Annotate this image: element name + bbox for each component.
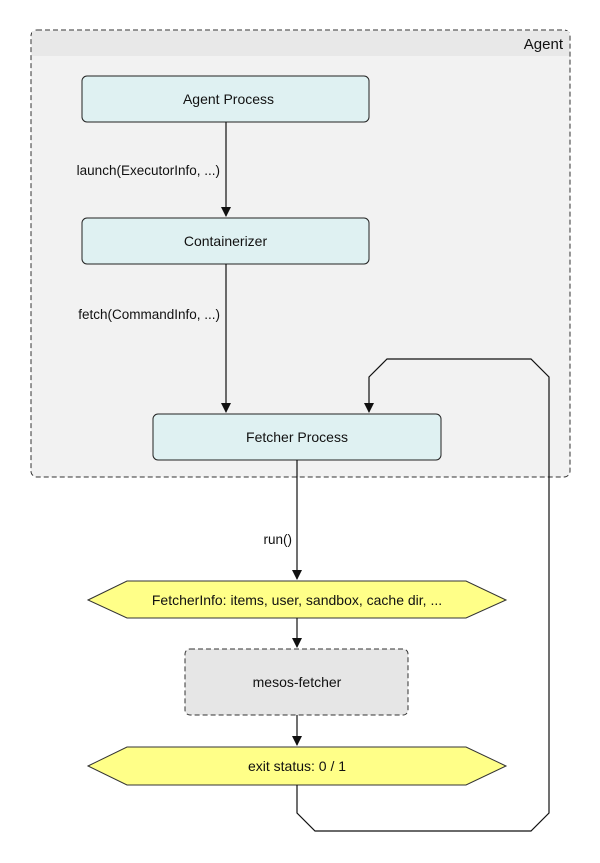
exit-status-shape bbox=[86, 746, 508, 786]
agent-group-title: Agent bbox=[524, 36, 564, 53]
mesos-fetcher-node: mesos-fetcher bbox=[184, 648, 409, 716]
fetch-edge-label: fetch(CommandInfo, ...) bbox=[78, 307, 220, 322]
fetcher-process-node: Fetcher Process bbox=[152, 413, 442, 461]
mesos-fetcher-label: mesos-fetcher bbox=[253, 674, 342, 690]
fetcher-info-label: FetcherInfo: items, user, sandbox, cache… bbox=[152, 592, 442, 608]
return-loop-arrow bbox=[296, 358, 550, 832]
fetcher-info-shape bbox=[86, 580, 508, 619]
mesos-fetcher-box bbox=[184, 648, 409, 716]
launch-edge: launch(ExecutorInfo, ...) bbox=[77, 122, 231, 217]
containerizer-node: Containerizer bbox=[81, 217, 370, 265]
run-edge-label: run() bbox=[263, 532, 292, 547]
containerizer-label: Containerizer bbox=[184, 233, 268, 249]
run-edge: run() bbox=[263, 460, 302, 580]
launch-edge-label: launch(ExecutorInfo, ...) bbox=[77, 163, 220, 178]
agent-group-header bbox=[32, 31, 569, 56]
fetcher-info-node: FetcherInfo: items, user, sandbox, cache… bbox=[86, 580, 508, 619]
exit-status-label: exit status: 0 / 1 bbox=[248, 758, 346, 774]
fetcher-process-label: Fetcher Process bbox=[246, 429, 348, 445]
agent-process-label: Agent Process bbox=[183, 91, 274, 107]
agent-process-node: Agent Process bbox=[81, 75, 370, 123]
exit-status-node: exit status: 0 / 1 bbox=[86, 746, 508, 786]
fetch-edge: fetch(CommandInfo, ...) bbox=[78, 264, 231, 413]
